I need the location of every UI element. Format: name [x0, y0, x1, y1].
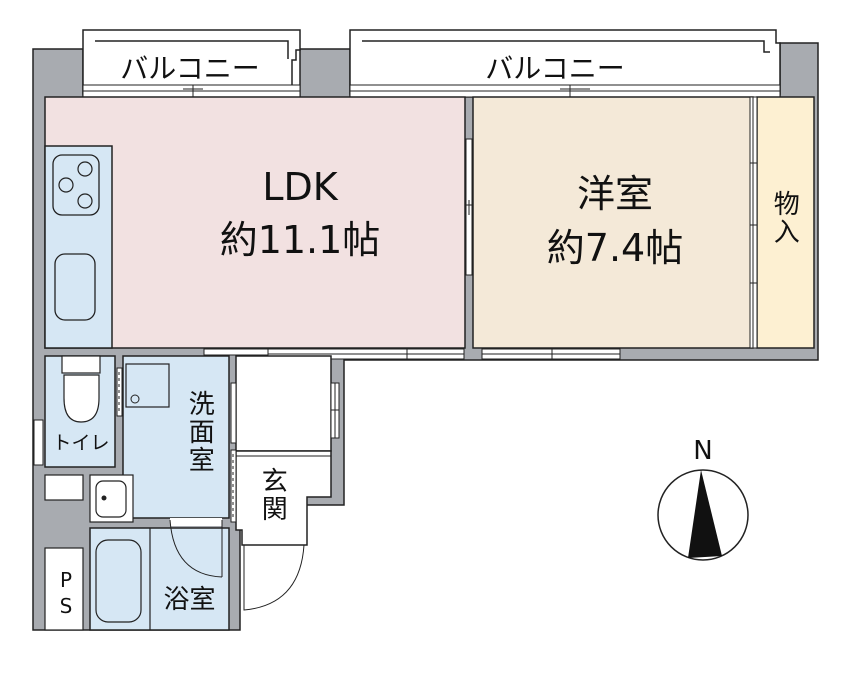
closet-name: 物入: [769, 190, 800, 246]
compass-north-label: N: [693, 436, 713, 466]
toilet-icon: [63, 374, 100, 423]
entrance-room: [235, 450, 332, 546]
hallway: [235, 355, 332, 452]
bathroom-name: 浴室: [163, 585, 216, 615]
balcony-right-label: バルコニー: [485, 52, 625, 85]
washing-machine-space: [125, 363, 170, 408]
ps-space: [44, 547, 84, 631]
ldk-name: LDK: [262, 165, 338, 209]
balcony-left-label: バルコニー: [120, 52, 260, 85]
western-size: 約7.4帖: [546, 226, 684, 270]
stove-icon: [52, 154, 100, 216]
ldk-size: 約11.1帖: [219, 218, 381, 262]
compass-icon: [657, 469, 749, 561]
washbasin-icon: [95, 480, 127, 518]
washroom-room: [122, 355, 230, 519]
washroom-name: 洗面室: [184, 390, 215, 474]
entrance-name: 玄関: [257, 467, 288, 523]
closet-room: [756, 96, 815, 349]
toilet-name: トイレ: [52, 432, 110, 454]
western-room: [472, 96, 754, 349]
western-name: 洋室: [576, 172, 653, 216]
ps-name: PS: [54, 568, 78, 620]
balcony-outline: [82, 29, 781, 95]
ldk-room: [44, 96, 466, 349]
bathtub-icon: [95, 539, 142, 623]
sink-icon: [54, 253, 96, 321]
